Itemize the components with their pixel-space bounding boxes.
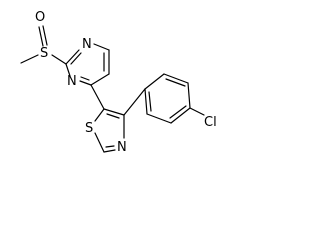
bond-ph-cl [189, 107, 205, 116]
structure-diagram: O S N N S N Cl [20, 10, 217, 155]
bond-s-c2 [51, 54, 67, 65]
bond-ph-3 [187, 82, 191, 109]
atom-label-pyrimidine-n3: N [67, 74, 77, 89]
bond-ph-4 [170, 107, 191, 124]
bond-c2-n1-inner [70, 52, 82, 65]
bond-ph-5 [146, 113, 172, 124]
bond-n3-c2 [65, 63, 71, 77]
bond-methyl-s [20, 54, 39, 64]
bond-ph-6 [144, 88, 148, 115]
bond-c5-s1 [94, 108, 105, 122]
bond-thz-ph [123, 88, 146, 116]
bond-ph-4-inner [169, 105, 187, 119]
bond-c5-c4 [90, 73, 110, 86]
atom-labels: O S N N S N Cl [35, 10, 217, 155]
bond-c4-n3 [79, 80, 92, 86]
bond-n1-c6 [93, 43, 110, 51]
atom-label-thiazole-s: S [85, 121, 93, 136]
bond-s-o-a [38, 26, 44, 47]
bond-ph-6-inner [148, 91, 152, 112]
atom-label-thiazole-n: N [117, 140, 127, 155]
bond-pyr-thz [90, 84, 105, 110]
bonds [20, 25, 205, 153]
bond-ph-2 [163, 73, 189, 84]
bond-c2-n3-inner [105, 145, 115, 148]
atom-label-sulfoxide-o: O [35, 10, 45, 25]
atom-label-pyrimidine-n1: N [82, 37, 92, 52]
bond-s1-c2 [94, 132, 105, 153]
bond-ph-1 [144, 73, 165, 90]
bond-c2-n3 [103, 149, 116, 153]
atom-label-sulfoxide-s: S [40, 46, 48, 61]
bond-c2-n1 [65, 49, 80, 65]
bond-ph-2-inner [165, 78, 186, 87]
bond-c4-n3-inner [80, 76, 90, 81]
bond-c4-c5-inner [106, 113, 120, 119]
bond-s-o-b [42, 25, 48, 46]
atom-label-chlorine: Cl [204, 115, 217, 130]
molecule-svg: O S N N S N Cl [20, 10, 217, 155]
bond-c4-c5 [103, 108, 125, 116]
